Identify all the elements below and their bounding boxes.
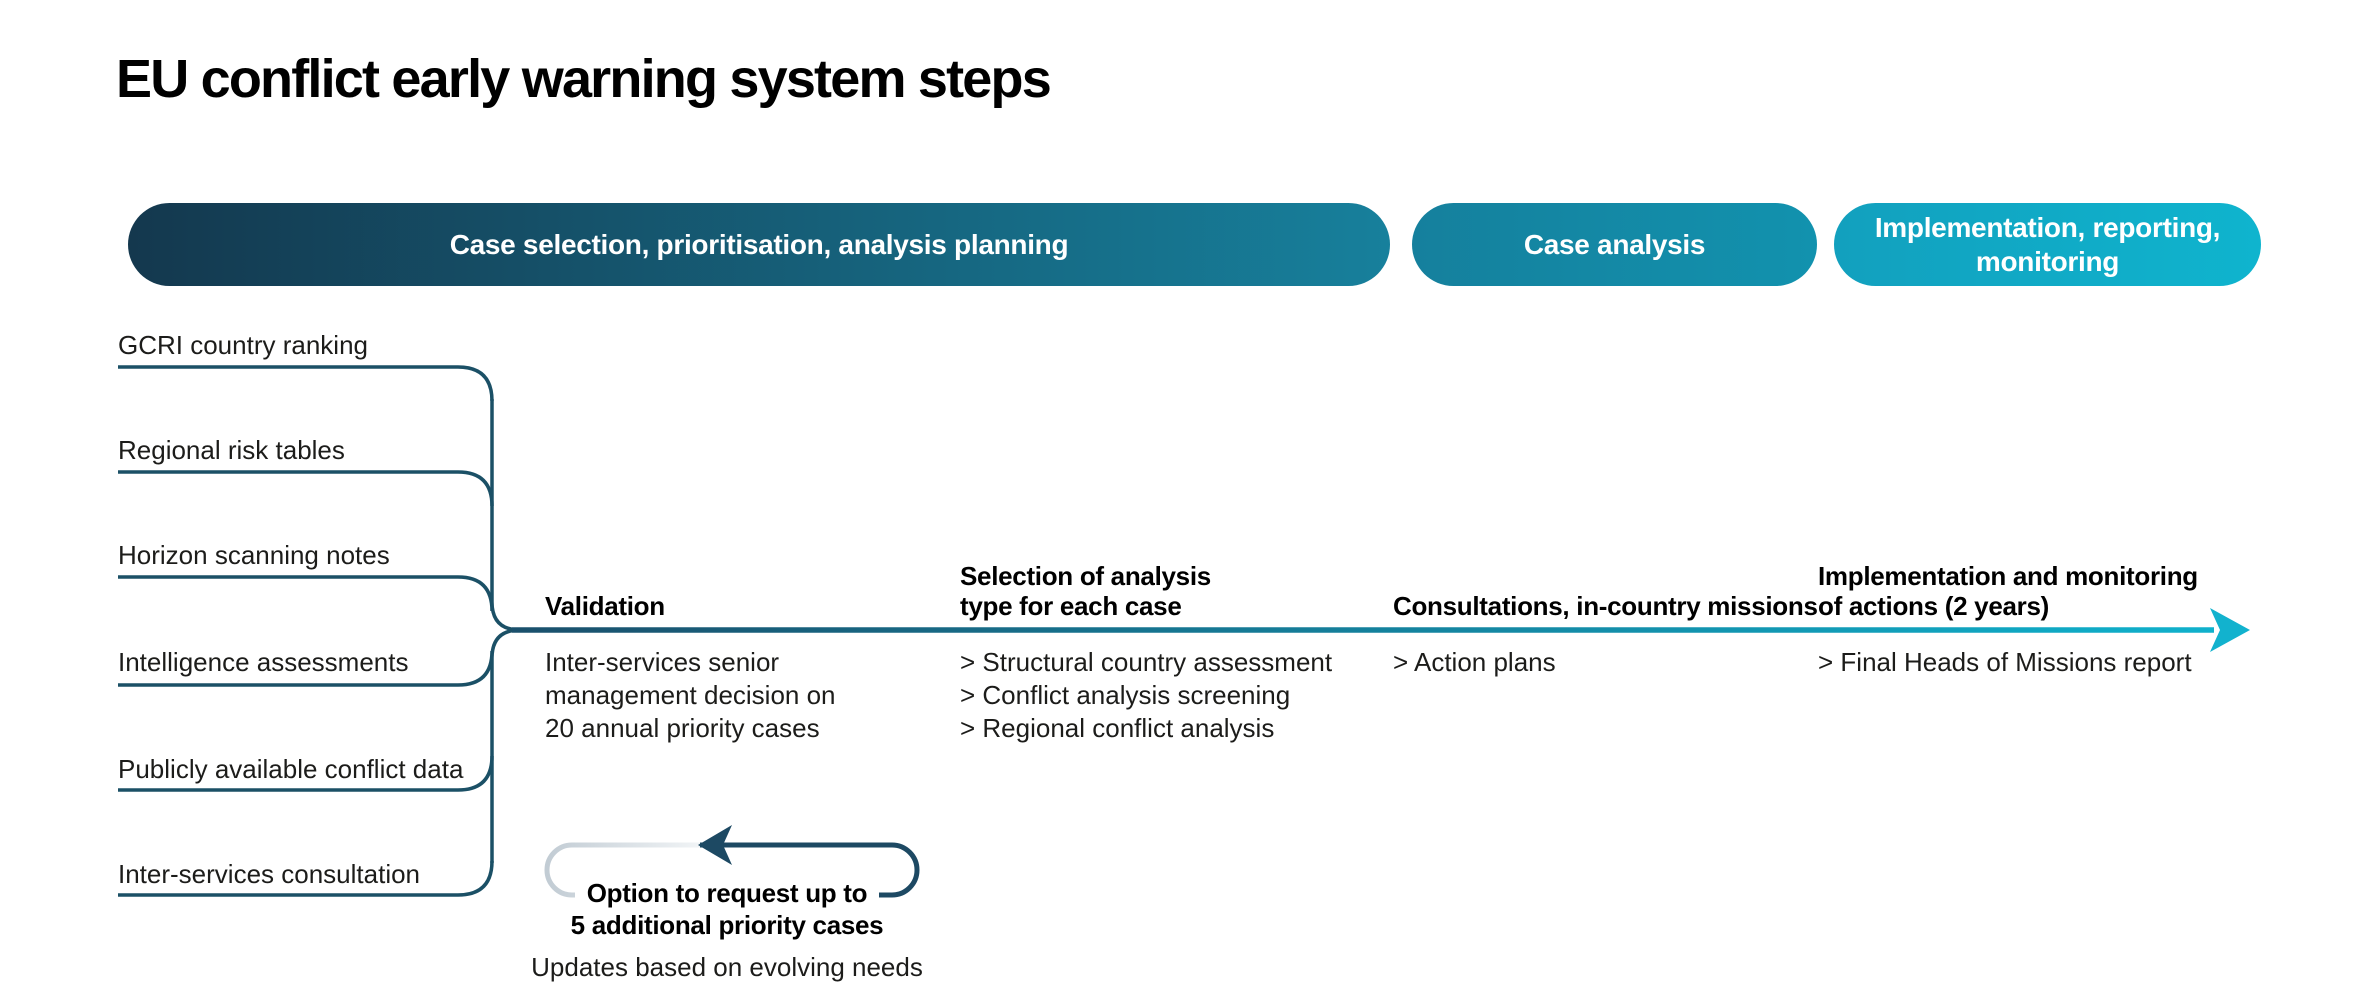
step-header-consultations: Consultations, in-country missions <box>1393 591 1818 621</box>
step-header-line: Selection of analysis <box>960 561 1211 591</box>
step-body-implementation: > Final Heads of Missions report <box>1818 646 2192 679</box>
step-header-line: Consultations, in-country missions <box>1393 591 1818 621</box>
input-bracket-lines <box>118 365 521 897</box>
input-label-horizon-scanning: Horizon scanning notes <box>118 540 390 570</box>
page-title: EU conflict early warning system steps <box>116 49 1052 109</box>
phase-label: Case selection, prioritisation, analysis… <box>449 228 1069 260</box>
step-body-item: > Action plans <box>1393 647 1556 677</box>
input-label-gcri: GCRI country ranking <box>118 330 368 360</box>
feedback-loop-label-line1: Option to request up to <box>574 877 880 909</box>
feedback-loop-label: Option to request up to <box>497 877 957 909</box>
arrow-right-icon <box>2210 608 2250 652</box>
step-header-line: type for each case <box>960 591 1182 621</box>
step-body-item: > Conflict analysis screening <box>960 680 1291 710</box>
phase-label: Implementation, reporting, monitoring <box>1874 212 2221 277</box>
step-header-line: Implementation and monitoring <box>1818 561 2198 591</box>
arrow-left-icon <box>698 825 732 865</box>
phase-label: Case analysis <box>1523 228 1706 260</box>
step-header-validation: Validation <box>545 591 665 621</box>
step-body-validation: Inter-services senior management decisio… <box>545 646 836 745</box>
step-body-line: management decision on <box>545 680 836 710</box>
feedback-loop-dark <box>700 842 920 898</box>
feedback-loop-label-line2: 5 additional priority cases <box>570 910 884 940</box>
step-body-selection: > Structural country assessment > Confli… <box>960 646 1332 745</box>
step-header-line: Validation <box>545 591 665 621</box>
input-label-public-conflict-data: Publicly available conflict data <box>118 754 464 784</box>
step-header-line: of actions (2 years) <box>1818 591 2049 621</box>
step-body-item: > Regional conflict analysis <box>960 713 1275 743</box>
step-body-item: > Final Heads of Missions report <box>1818 647 2192 677</box>
phase-pill-case-analysis: Case analysis <box>1412 203 1817 286</box>
feedback-loop-note: Updates based on evolving needs <box>531 952 923 982</box>
phase-pill-case-selection: Case selection, prioritisation, analysis… <box>128 203 1390 286</box>
step-header-implementation: Implementation and monitoring of actions… <box>1818 561 2198 621</box>
step-body-line: 20 annual priority cases <box>545 713 820 743</box>
input-label-inter-services: Inter-services consultation <box>118 859 421 889</box>
step-header-selection: Selection of analysis type for each case <box>960 561 1211 621</box>
step-body-item: > Structural country assessment <box>960 647 1333 677</box>
step-body-consultations: > Action plans <box>1393 646 1556 679</box>
input-label-intelligence: Intelligence assessments <box>118 647 409 677</box>
feedback-loop-light <box>544 842 700 898</box>
phase-pill-implementation: Implementation, reporting, monitoring <box>1834 203 2261 286</box>
input-label-regional-risk: Regional risk tables <box>118 435 345 465</box>
step-body-line: Inter-services senior <box>545 647 780 677</box>
